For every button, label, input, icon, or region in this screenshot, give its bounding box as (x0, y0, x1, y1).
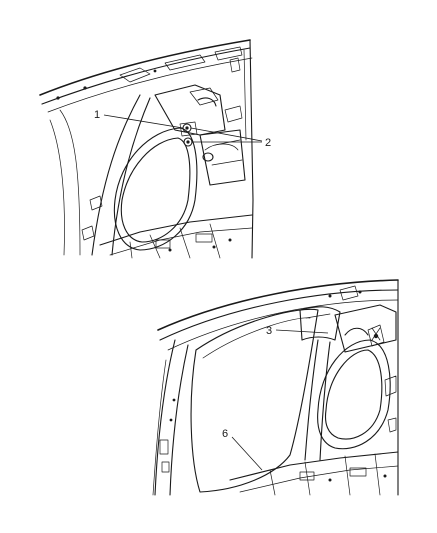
leader-line-2a (190, 127, 263, 142)
top-view: 1 2 (39, 39, 271, 259)
leader-line-3 (275, 329, 329, 334)
bottom-view: 3 6 (152, 279, 399, 496)
callout-3: 3 (266, 325, 272, 337)
callout-6: 6 (222, 428, 228, 440)
callout-2: 2 (265, 137, 271, 149)
callout-1: 1 (94, 109, 100, 121)
leader-line-1 (103, 114, 184, 129)
leader-line-6 (231, 436, 263, 471)
